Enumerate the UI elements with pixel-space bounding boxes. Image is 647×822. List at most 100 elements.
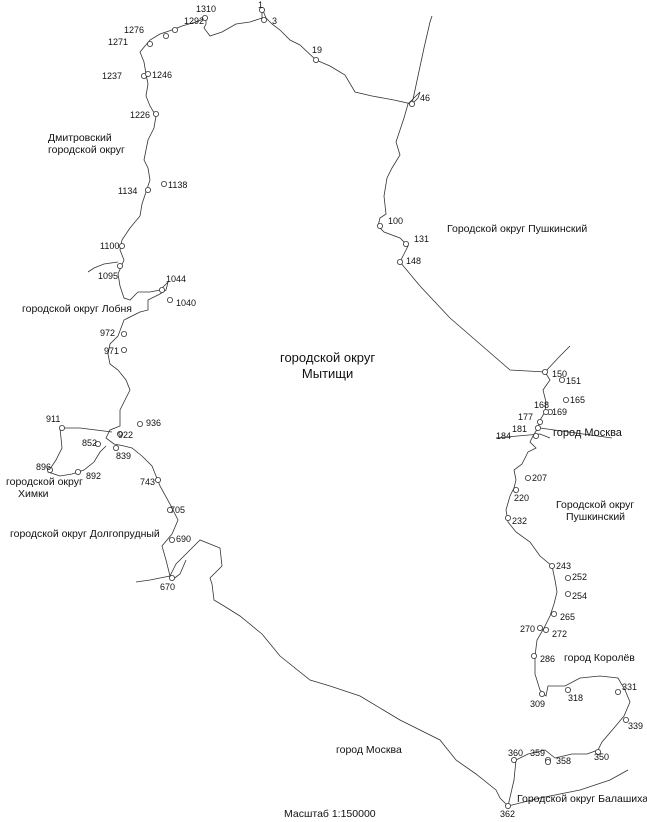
boundary-point-marker <box>47 466 54 473</box>
boundary-point-label: 1226 <box>130 110 150 120</box>
region-korolev: город Королёв <box>564 652 635 664</box>
boundary-point-label: 358 <box>556 756 571 766</box>
boundary-point-label: 177 <box>518 412 533 422</box>
boundary-point-label: 359 <box>530 748 545 758</box>
boundary-point-label: 1044 <box>166 274 186 284</box>
boundary-point-marker <box>166 506 173 513</box>
balashikha-line <box>507 769 629 807</box>
boundary-point-marker <box>162 33 169 40</box>
boundary-point-marker <box>258 7 265 13</box>
boundary-point-label: 1138 <box>168 180 187 190</box>
boundary-point-label: 705 <box>170 505 185 515</box>
boundary-point-marker <box>533 432 540 439</box>
boundary-point-marker <box>504 803 511 810</box>
boundary-point-marker <box>201 14 208 21</box>
boundary-point-marker <box>152 111 159 118</box>
boundary-point-label: 309 <box>530 699 545 709</box>
boundary-point-label: 165 <box>570 395 585 405</box>
region-balashikha: Городской округ Балашиха <box>517 793 647 805</box>
region-pushkino-north: Городской округ Пушкинский <box>447 223 588 235</box>
boundary-point-marker <box>543 627 550 634</box>
boundary-point-marker <box>623 717 630 724</box>
boundary-point-label: 892 <box>86 471 101 481</box>
boundary-point-marker <box>531 653 538 660</box>
region-moscow-east: город Москва <box>553 427 622 439</box>
boundary-point-label: 360 <box>508 748 523 758</box>
boundary-point-marker <box>171 26 178 33</box>
boundary-point-marker <box>504 515 511 522</box>
boundary-point-label: 19 <box>312 45 322 55</box>
boundary-point-label: 911 <box>46 414 60 424</box>
boundary-point-label: 972 <box>100 328 115 338</box>
boundary-point-label: 272 <box>552 629 567 639</box>
boundary-point-label: 131 <box>414 234 429 244</box>
boundary-point-marker <box>121 346 128 353</box>
boundary-point-label: 1095 <box>98 271 118 281</box>
boundary-point-marker <box>136 420 143 427</box>
pushkino-north-border <box>411 15 433 105</box>
boundary-point-label: 1271 <box>108 37 128 47</box>
boundary-point-label: 339 <box>628 721 643 731</box>
boundary-point-label: 254 <box>572 591 587 601</box>
boundary-point-marker <box>154 476 161 483</box>
boundary-point-marker <box>312 57 319 64</box>
boundary-point-label: 220 <box>514 493 529 503</box>
boundary-point-label: 286 <box>540 654 555 664</box>
boundary-point-label: 1310 <box>196 4 216 14</box>
moscow-city-line <box>495 427 613 439</box>
boundary-point-label: 1246 <box>152 70 172 80</box>
boundary-point-label: 922 <box>118 430 133 440</box>
boundary-point-marker <box>537 625 544 632</box>
boundary-point-marker <box>513 486 520 493</box>
boundary-point-marker <box>158 286 165 293</box>
boundary-point-label: 232 <box>512 516 527 526</box>
boundary-point-marker <box>95 440 102 447</box>
boundary-point-marker <box>166 296 173 303</box>
moscow-east-tail <box>544 345 571 373</box>
boundary-point-label: 670 <box>160 582 175 592</box>
boundary-point-label: 318 <box>568 693 583 703</box>
boundary-point-marker <box>119 242 126 249</box>
boundary-point-marker <box>565 575 572 582</box>
boundary-point-marker <box>402 240 409 247</box>
boundary-point-label: 936 <box>146 418 161 428</box>
boundary-point-label: 243 <box>556 561 571 571</box>
boundary-point-marker <box>113 444 120 451</box>
boundary-point-label: 1 <box>258 0 263 10</box>
boundary-point-marker <box>537 418 544 425</box>
boundary-point-label: 46 <box>420 93 430 103</box>
boundary-point-label: 270 <box>520 624 535 634</box>
boundary-point-marker <box>545 759 552 766</box>
region-lobnya: городской округ Лобня <box>22 303 132 315</box>
boundary-point-label: 350 <box>594 752 609 762</box>
boundary-point-marker <box>146 41 153 48</box>
boundary-point-marker <box>144 186 151 193</box>
boundary-point-marker <box>549 563 556 570</box>
region-moscow-south: город Москва <box>336 744 402 756</box>
boundary-point-label: 1134 <box>118 186 137 196</box>
boundary-point-marker <box>376 222 383 229</box>
boundary-point-label: 181 <box>512 424 527 434</box>
boundary-point-marker <box>551 611 558 618</box>
boundary-point-label: 743 <box>140 477 155 487</box>
boundary-point-marker <box>408 101 415 108</box>
boundary-point-label: 168 <box>534 400 549 410</box>
boundary-point-label: 151 <box>566 376 581 386</box>
boundary-point-marker <box>539 691 546 698</box>
boundary-point-label: 1237 <box>102 71 122 81</box>
boundary-point-marker <box>565 591 572 598</box>
boundary-point-marker <box>168 575 175 582</box>
boundary-point-marker <box>563 396 570 403</box>
boundary-point-marker <box>535 424 542 431</box>
boundary-point-marker <box>543 408 550 415</box>
boundary-point-marker <box>510 757 517 764</box>
boundary-point-marker <box>559 376 566 383</box>
boundary-point-label: 362 <box>500 809 515 819</box>
boundary-point-label: 150 <box>552 369 567 379</box>
boundary-point-marker <box>168 537 175 544</box>
boundary-point-marker <box>160 180 167 187</box>
